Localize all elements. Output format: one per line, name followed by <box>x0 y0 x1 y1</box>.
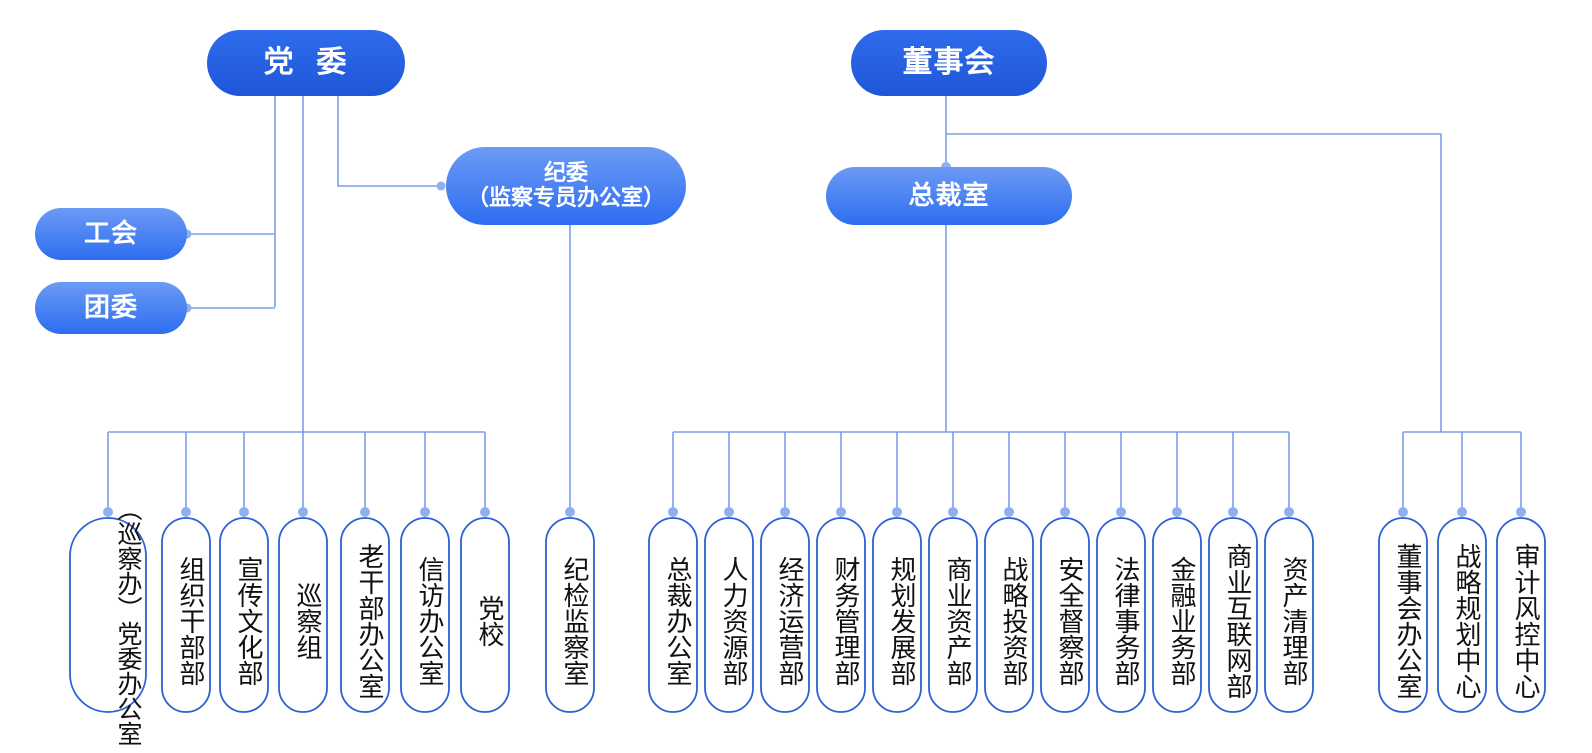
leaf-node-inspection-team[interactable] <box>278 517 328 713</box>
node-youth-league[interactable] <box>35 282 187 334</box>
leaf-node-president-general-office[interactable] <box>648 517 698 713</box>
connector-dot <box>239 507 249 517</box>
node-labor-union[interactable] <box>35 208 187 260</box>
leaf-node-legal-affairs-dept[interactable] <box>1096 517 1146 713</box>
connector-dot <box>480 507 490 517</box>
connector-dot <box>948 507 958 517</box>
connector-dot <box>780 507 790 517</box>
leaf-node-commercial-internet-dept[interactable] <box>1208 517 1258 713</box>
leaf-node-party-committee-office[interactable] <box>69 517 147 713</box>
connector-dot <box>668 507 678 517</box>
node-shapes <box>35 30 1546 713</box>
connector-lines <box>107 96 1522 512</box>
leaf-node-propaganda-culture-dept[interactable] <box>219 517 269 713</box>
connector-line <box>337 96 441 187</box>
connector-dot <box>181 507 191 517</box>
connector-dot <box>1457 507 1467 517</box>
connector-dot <box>565 507 575 517</box>
leaf-node-planning-development-dept[interactable] <box>872 517 922 713</box>
connector-dot <box>1284 507 1294 517</box>
leaf-node-party-school[interactable] <box>460 517 510 713</box>
leaf-node-asset-clearing-dept[interactable] <box>1264 517 1314 713</box>
connector-dot <box>724 507 734 517</box>
leaf-node-economic-operations-dept[interactable] <box>760 517 810 713</box>
leaf-node-audit-risk-control-center[interactable] <box>1496 517 1546 713</box>
node-discipline-committee[interactable] <box>446 147 686 225</box>
leaf-node-strategic-investment-dept[interactable] <box>984 517 1034 713</box>
leaf-node-strategic-planning-center[interactable] <box>1437 517 1487 713</box>
connector-dot <box>1060 507 1070 517</box>
connector-dot <box>1398 507 1408 517</box>
leaf-node-board-office[interactable] <box>1378 517 1428 713</box>
leaf-node-human-resources-dept[interactable] <box>704 517 754 713</box>
connector-dot <box>1004 507 1014 517</box>
connector-dot <box>103 507 113 517</box>
leaf-node-commercial-assets-dept[interactable] <box>928 517 978 713</box>
connector-dot <box>298 507 308 517</box>
leaf-node-veteran-cadre-office[interactable] <box>340 517 390 713</box>
connector-dot <box>1172 507 1182 517</box>
connector-dot <box>1516 507 1526 517</box>
connector-dot <box>836 507 846 517</box>
connector-dots <box>103 162 1526 517</box>
node-party-committee[interactable] <box>207 30 405 96</box>
connector-dot <box>436 181 446 191</box>
connector-dot <box>360 507 370 517</box>
leaf-node-petition-office[interactable] <box>400 517 450 713</box>
leaf-node-financial-business-dept[interactable] <box>1152 517 1202 713</box>
connector-dot <box>1116 507 1126 517</box>
connector-dot <box>420 507 430 517</box>
connector-dot <box>1228 507 1238 517</box>
leaf-node-discipline-inspection-office[interactable] <box>545 517 595 713</box>
leaf-node-safety-supervision-dept[interactable] <box>1040 517 1090 713</box>
node-president-office[interactable] <box>826 167 1072 225</box>
connector-dot <box>892 507 902 517</box>
connector-line <box>946 133 1442 432</box>
leaf-node-financial-management-dept[interactable] <box>816 517 866 713</box>
node-board-of-directors[interactable] <box>851 30 1047 96</box>
leaf-node-organization-cadre-dept[interactable] <box>161 517 211 713</box>
